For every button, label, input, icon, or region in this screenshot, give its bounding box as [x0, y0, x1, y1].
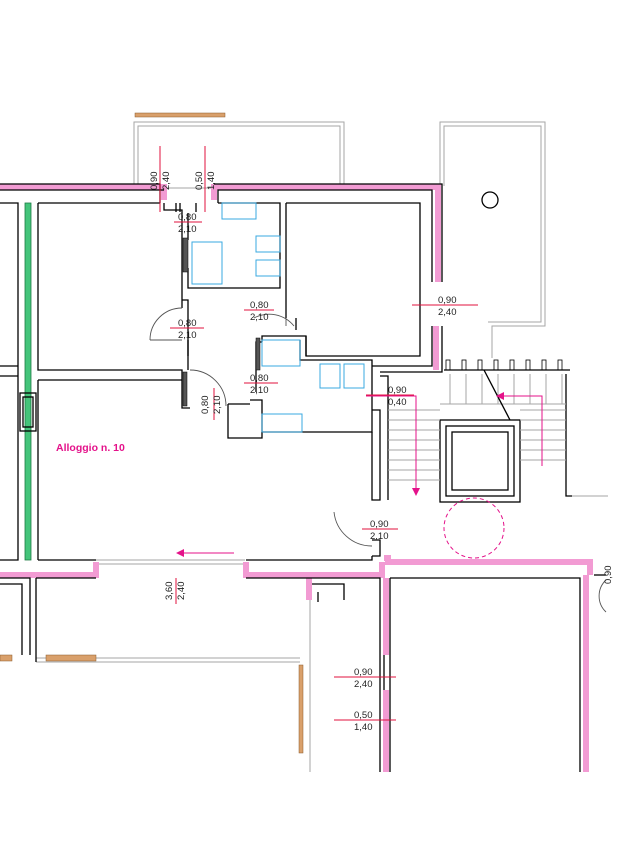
dim-d1-bottom: 2,40 — [161, 172, 172, 191]
door-swings — [149, 307, 607, 613]
terrace-column — [481, 191, 499, 209]
stair-treads — [388, 369, 566, 481]
dim-d3-top: 0,80 — [178, 212, 197, 223]
stair-arrows — [176, 392, 543, 559]
dim-d8-top: 0,90 — [438, 295, 457, 306]
apartment-label: Alloggio n. 10 — [56, 442, 125, 454]
dim-d14-bottom: 1,40 — [354, 722, 373, 733]
dim-d10-bottom: 2,10 — [370, 531, 389, 542]
dim-d2-top: 0,50 — [194, 172, 205, 191]
dim-d10-top: 0,90 — [370, 519, 389, 530]
dim-d7-bottom: 2,10 — [212, 396, 223, 415]
dim-d4-top: 0,80 — [250, 300, 269, 311]
dim-d11-bottom: 2,40 — [176, 582, 187, 601]
dim-d13-top: 0,90 — [354, 667, 373, 678]
dim-d7-top: 0,80 — [200, 396, 211, 415]
perimeter-walls — [0, 184, 593, 772]
dim-d13-bottom: 2,40 — [354, 679, 373, 690]
dim-d5-top: 0,80 — [178, 318, 197, 329]
dim-d2-bottom: 1,40 — [206, 172, 217, 191]
dim-d4-bottom: 2,10 — [250, 312, 269, 323]
stair-posts — [444, 359, 570, 371]
dim-d12-top: 0,90 — [603, 566, 614, 585]
dim-d6-bottom: 2,10 — [250, 385, 269, 396]
dimension-labels: 0,90 2,40 0,50 1,40 0,80 2,10 0,80 2,10 … — [149, 172, 614, 734]
dim-d8-bottom: 2,40 — [438, 307, 457, 318]
dimension-lines — [159, 146, 478, 721]
fixtures — [182, 202, 365, 433]
dim-d9-bottom: 0,40 — [388, 397, 407, 408]
green-wall — [24, 202, 32, 561]
dim-d9-top: 0,90 — [388, 385, 407, 396]
dim-d1-top: 0,90 — [149, 172, 160, 191]
dim-d6-top: 0,80 — [250, 373, 269, 384]
dim-d11-top: 3,60 — [164, 582, 175, 601]
dim-d14-top: 0,50 — [354, 710, 373, 721]
dim-d3-bottom: 2,10 — [178, 224, 197, 235]
railings — [0, 112, 304, 754]
dim-d5-bottom: 2,10 — [178, 330, 197, 341]
